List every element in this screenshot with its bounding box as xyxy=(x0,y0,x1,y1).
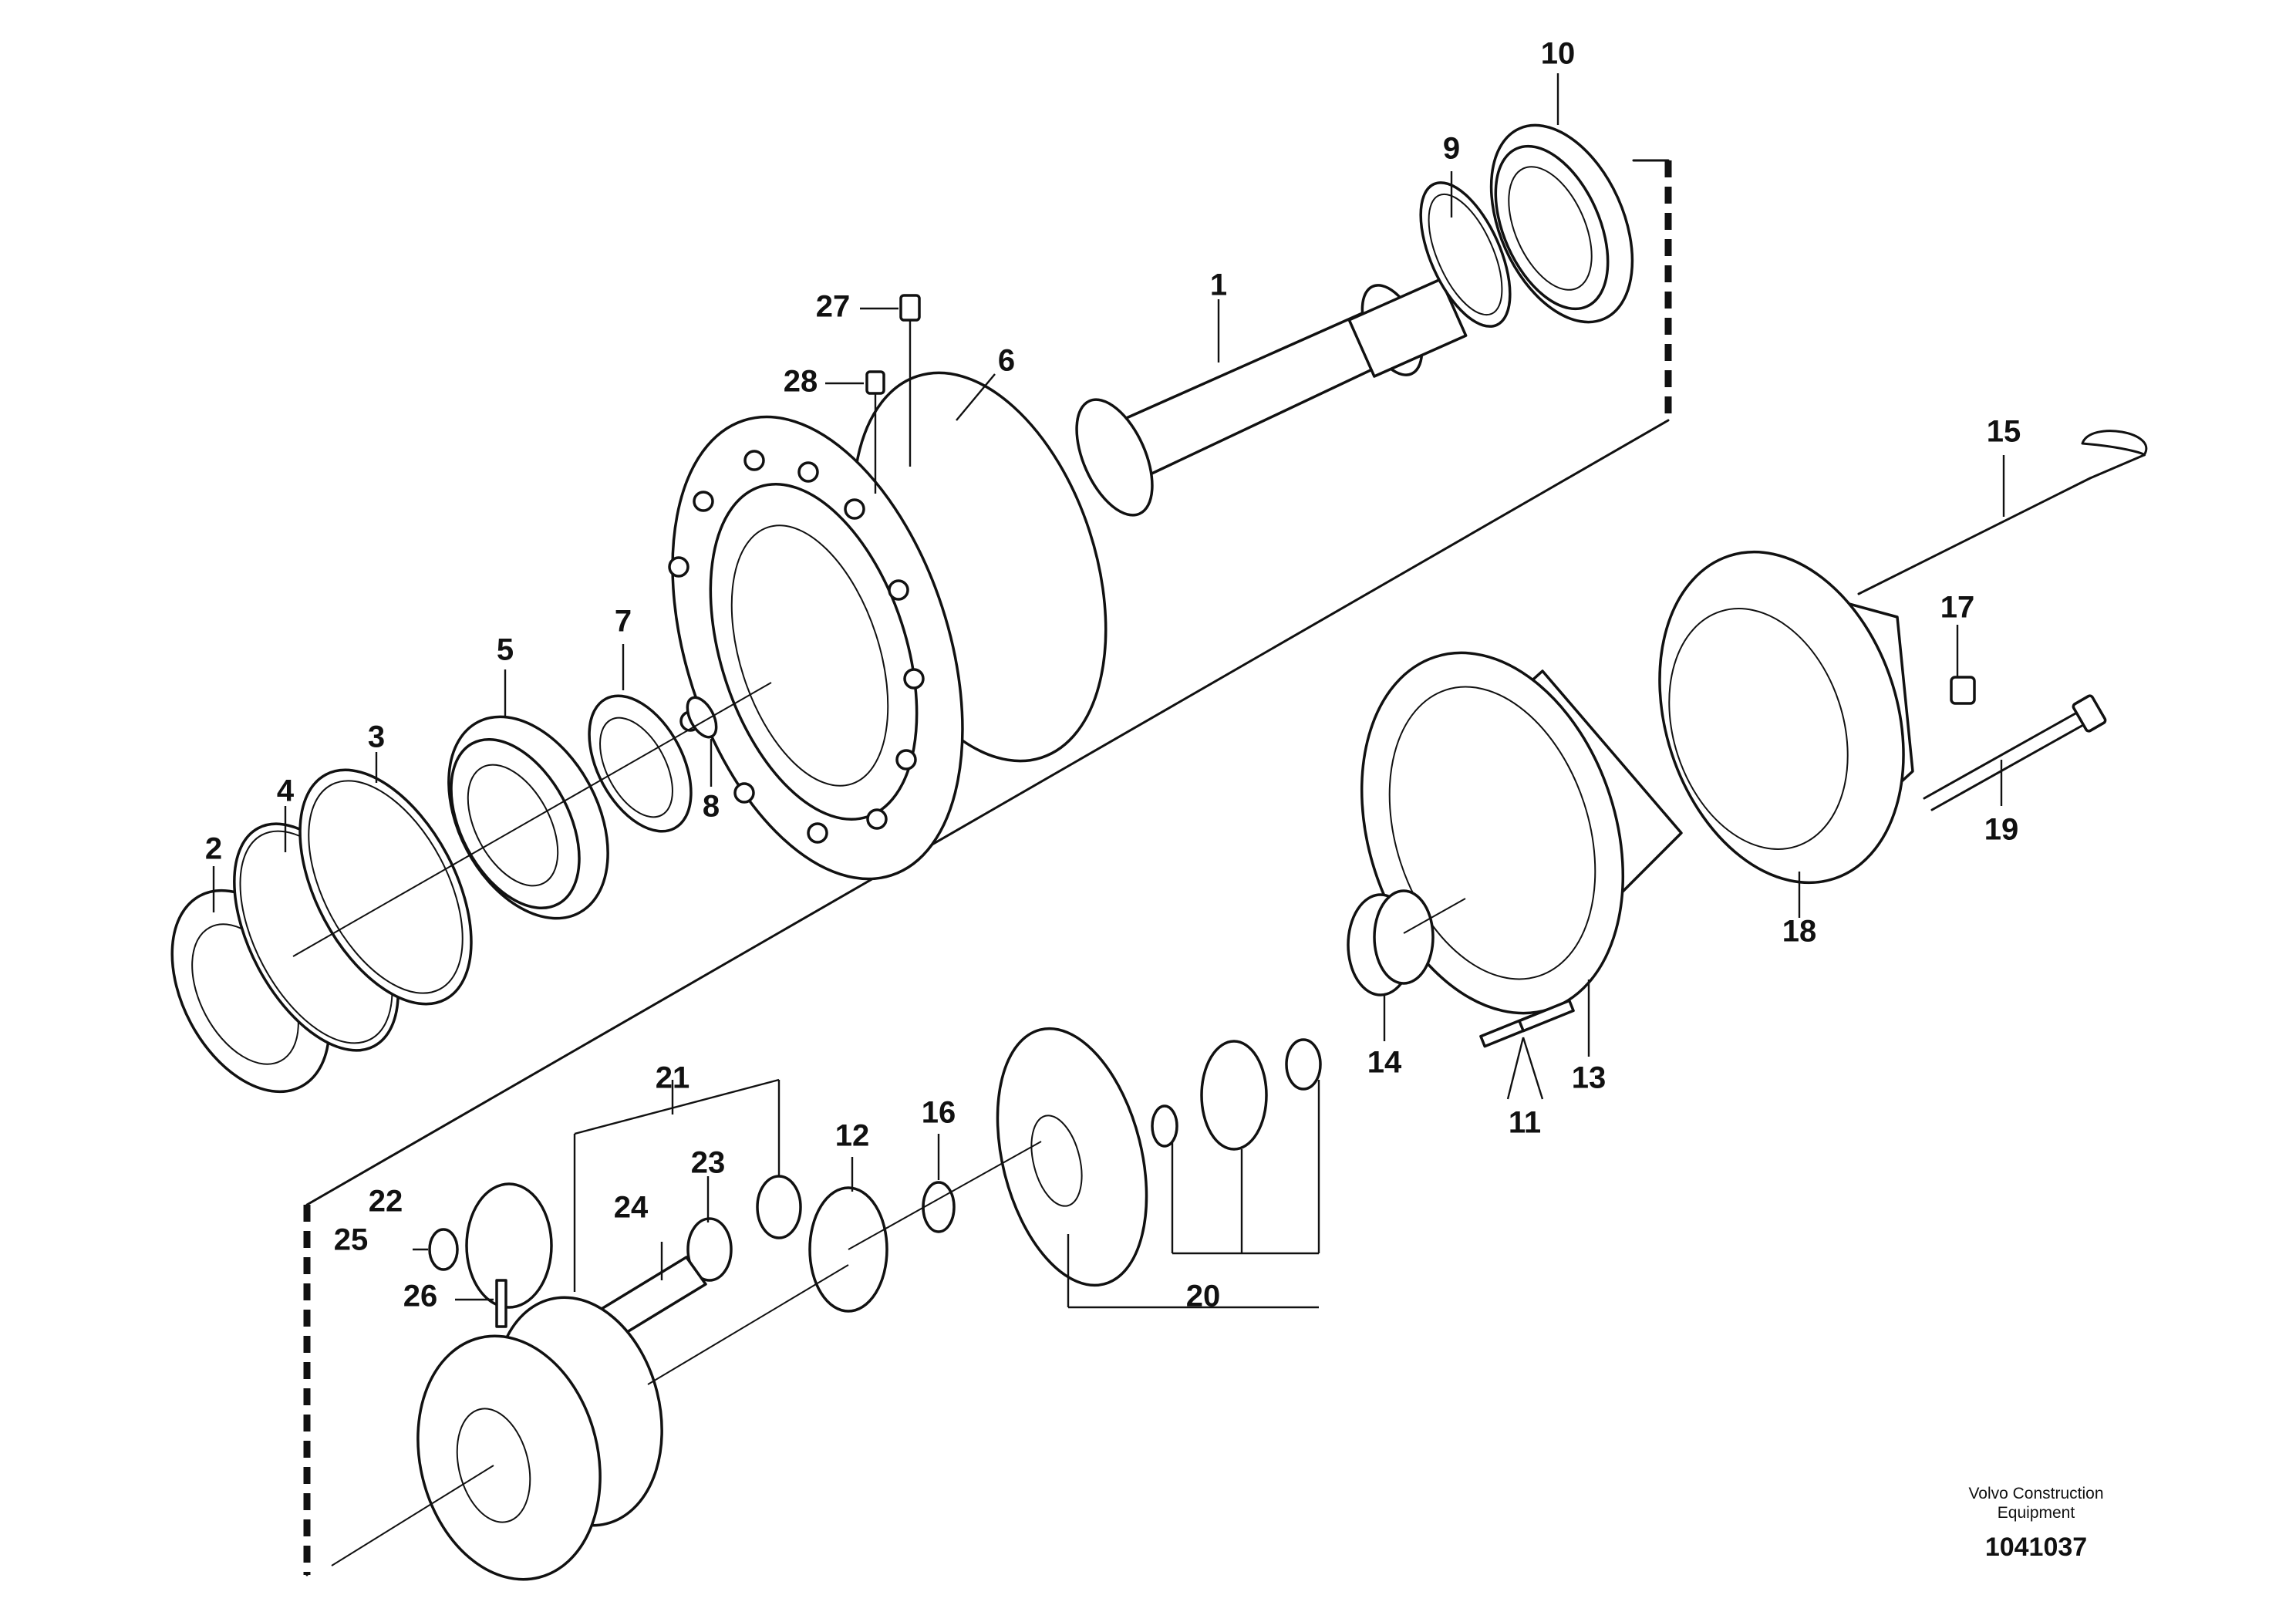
callout-22: 22 xyxy=(369,1185,403,1219)
callout-5: 5 xyxy=(497,633,514,667)
callout-7: 7 xyxy=(615,605,632,639)
figure-number: 1041037 xyxy=(1985,1533,2087,1562)
part-3-ring xyxy=(298,752,473,1006)
callout-20: 20 xyxy=(1186,1280,1221,1313)
callout-2: 2 xyxy=(205,832,222,866)
planet-carrier xyxy=(331,1264,849,1581)
callout-16: 16 xyxy=(922,1096,956,1130)
callout-28: 28 xyxy=(784,365,818,399)
callout-1: 1 xyxy=(1210,268,1227,302)
callout-4: 4 xyxy=(277,774,295,808)
callout-15: 15 xyxy=(1987,415,2021,449)
callout-18: 18 xyxy=(1782,915,1817,949)
callout-9: 9 xyxy=(1443,132,1460,166)
callout-17: 17 xyxy=(1940,591,1975,625)
callout-24: 24 xyxy=(614,1191,649,1225)
part-5-bearing xyxy=(447,669,609,920)
part-16-washer xyxy=(922,1134,956,1233)
part-7-spacer xyxy=(588,644,693,833)
callout-25: 25 xyxy=(334,1223,369,1257)
part-17-plug xyxy=(1950,625,1976,705)
caption-line-2: Equipment xyxy=(1998,1504,2075,1522)
part-15-cable xyxy=(1857,430,2148,595)
part-1-shaft xyxy=(1075,278,1468,517)
callout-12: 12 xyxy=(835,1119,870,1153)
part-10-bearing xyxy=(1489,73,1634,324)
part-12-gear xyxy=(808,1141,1042,1313)
caption-line-1: Volvo Construction xyxy=(1968,1485,2103,1502)
callout-19: 19 xyxy=(1984,813,2019,847)
callout-10: 10 xyxy=(1541,37,1576,71)
callout-8: 8 xyxy=(703,790,720,824)
part-20-carrier xyxy=(996,1027,1322,1309)
part-14-sungear xyxy=(1347,889,1466,1041)
callout-labels: 1 2 3 4 5 6 7 8 9 10 11 12 13 14 15 16 1… xyxy=(205,37,2021,1313)
callout-21: 21 xyxy=(656,1061,690,1095)
part-18-housing xyxy=(1658,550,1914,918)
part-27-plug xyxy=(860,294,921,322)
part-11-pins xyxy=(1479,999,1575,1100)
callout-14: 14 xyxy=(1367,1046,1402,1080)
part-19-bolt xyxy=(1923,694,2107,811)
callout-13: 13 xyxy=(1572,1061,1607,1095)
callout-23: 23 xyxy=(691,1146,726,1180)
part-28-plug xyxy=(825,370,885,395)
callout-11: 11 xyxy=(1509,1106,1541,1140)
caption-block: Volvo Construction Equipment 1041037 xyxy=(1968,1485,2103,1562)
part-6-housing xyxy=(668,295,1108,881)
flange-holes xyxy=(668,450,925,844)
callout-6: 6 xyxy=(998,344,1015,378)
callout-3: 3 xyxy=(368,720,385,754)
callout-26: 26 xyxy=(403,1280,438,1313)
part-9-ring xyxy=(1419,171,1512,328)
assembly-frame xyxy=(303,159,1672,1576)
callout-27: 27 xyxy=(816,290,851,324)
part-21-pinion-set xyxy=(413,1078,802,1340)
